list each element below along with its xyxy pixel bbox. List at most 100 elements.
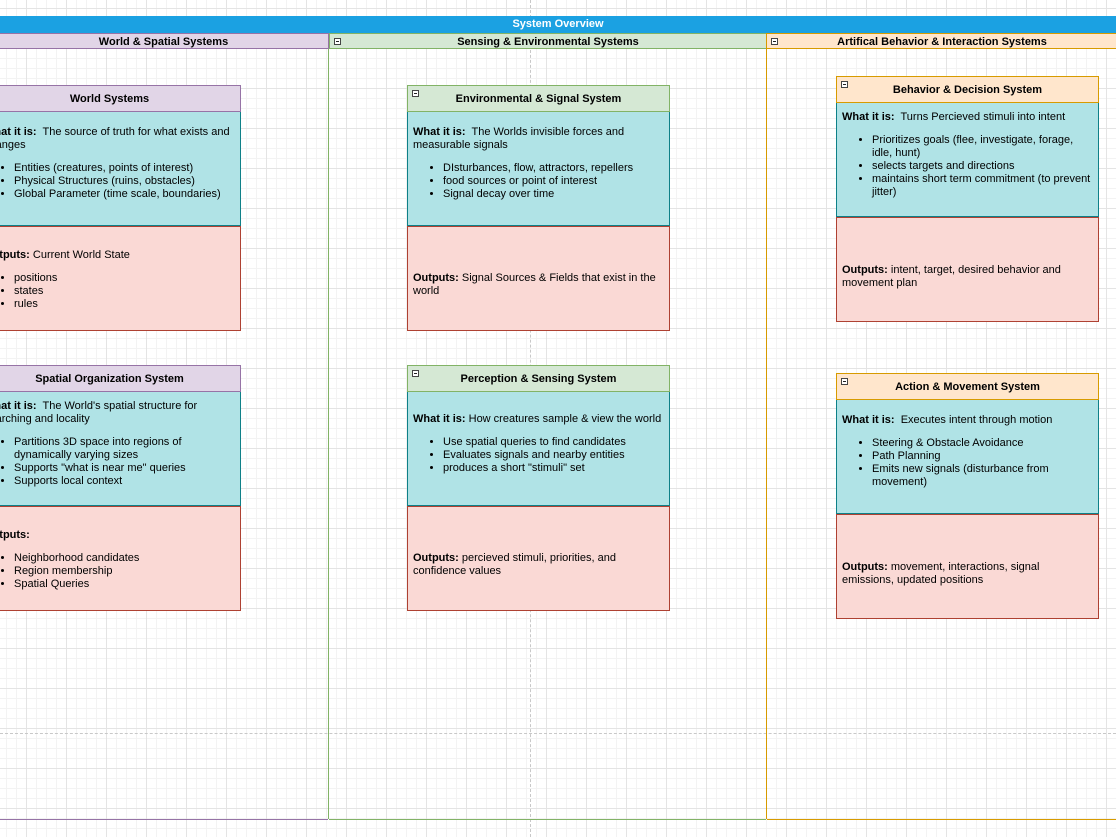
outputs-description: Outputs: movement, interactions, signal … xyxy=(842,561,1093,587)
list-item: Use spatial queries to find candidates xyxy=(443,436,664,449)
lane-title-behavior: Artifical Behavior & Interaction Systems xyxy=(837,36,1047,48)
card-outputs-section[interactable]: Outputs: intent, target, desired behavio… xyxy=(836,217,1099,322)
what-label: What it is: xyxy=(413,126,466,138)
list-item: Global Parameter (time scale, boundaries… xyxy=(14,188,235,201)
list-item: Evaluates signals and nearby entities xyxy=(443,449,664,462)
list-item: Supports "what is near me" queries xyxy=(14,462,235,475)
card-perception-sensing[interactable]: Perception & Sensing System What it is: … xyxy=(407,365,670,611)
collapse-icon[interactable] xyxy=(771,38,778,45)
outputs-label: Outputs: xyxy=(0,529,30,541)
what-description: What it is: The World's spatial structur… xyxy=(0,400,235,426)
card-header[interactable]: Behavior & Decision System xyxy=(836,76,1099,103)
outputs-description: Outputs: Current World State xyxy=(0,249,235,262)
card-title: Spatial Organization System xyxy=(35,373,184,385)
list-item: positions xyxy=(14,272,235,285)
what-text: The Worlds invisible forces and measurab… xyxy=(413,126,625,151)
list-item: Prioritizes goals (flee, investigate, fo… xyxy=(872,134,1093,160)
card-header[interactable]: Perception & Sensing System xyxy=(407,365,670,392)
outputs-label: Outputs: xyxy=(842,264,888,276)
outputs-description: Outputs: xyxy=(0,529,235,542)
bullet-list: Partitions 3D space into regions of dyna… xyxy=(0,436,235,488)
list-item: maintains short term commitment (to prev… xyxy=(872,173,1093,199)
outputs-label: Outputs: xyxy=(413,552,459,564)
list-item: Spatial Queries xyxy=(14,578,235,591)
outputs-text: Signal Sources & Fields that exist in th… xyxy=(413,272,656,297)
list-item: food sources or point of interest xyxy=(443,175,664,188)
what-description: What it is: How creatures sample & view … xyxy=(413,413,664,426)
bullet-list: Use spatial queries to find candidates E… xyxy=(413,436,664,475)
outputs-description: Outputs: intent, target, desired behavio… xyxy=(842,264,1093,290)
card-what-section[interactable]: What it is: The Worlds invisible forces … xyxy=(407,112,670,226)
lane-title-world: World & Spatial Systems xyxy=(98,36,229,48)
bullet-list: Neighborhood candidates Region membershi… xyxy=(0,552,235,591)
collapse-icon[interactable] xyxy=(412,370,419,377)
outputs-text: percieved stimuli, priorities, and confi… xyxy=(413,552,616,577)
list-item: selects targets and directions xyxy=(872,160,1093,173)
outputs-label: Outputs: xyxy=(413,272,459,284)
what-text: Turns Percieved stimuli into intent xyxy=(900,111,1066,123)
card-outputs-section[interactable]: Outputs: Signal Sources & Fields that ex… xyxy=(407,226,670,331)
lane-header-sensing[interactable]: Sensing & Environmental Systems xyxy=(329,33,767,49)
lane-divider xyxy=(766,49,767,819)
card-outputs-section[interactable]: Outputs: Current World State positions s… xyxy=(0,226,241,331)
card-behavior-decision[interactable]: Behavior & Decision System What it is: T… xyxy=(836,76,1099,322)
list-item: Path Planning xyxy=(872,450,1093,463)
collapse-icon[interactable] xyxy=(412,90,419,97)
list-item: Neighborhood candidates xyxy=(14,552,235,565)
lane-bottom-border xyxy=(767,819,1116,820)
card-outputs-section[interactable]: Outputs: percieved stimuli, priorities, … xyxy=(407,506,670,611)
list-item: rules xyxy=(14,298,235,311)
lane-divider xyxy=(328,49,329,819)
collapse-icon[interactable] xyxy=(841,81,848,88)
card-title: Behavior & Decision System xyxy=(892,84,1043,96)
lane-bottom-border xyxy=(0,819,328,820)
collapse-icon[interactable] xyxy=(841,378,848,385)
collapse-icon[interactable] xyxy=(334,38,341,45)
card-title: Perception & Sensing System xyxy=(460,373,617,385)
list-item: DIsturbances, flow, attractors, repeller… xyxy=(443,162,664,175)
card-spatial-organization[interactable]: Spatial Organization System What it is: … xyxy=(0,365,241,611)
bullet-list: Prioritizes goals (flee, investigate, fo… xyxy=(842,134,1093,199)
card-outputs-section[interactable]: Outputs: movement, interactions, signal … xyxy=(836,514,1099,619)
card-what-section[interactable]: What it is: The World's spatial structur… xyxy=(0,392,241,506)
what-description: What it is: Executes intent through moti… xyxy=(842,414,1093,427)
outputs-description: Outputs: percieved stimuli, priorities, … xyxy=(413,552,664,578)
card-title: Environmental & Signal System xyxy=(455,93,622,105)
list-item: produces a short "stimuli" set xyxy=(443,462,664,475)
lane-header-world[interactable]: World & Spatial Systems xyxy=(0,33,329,49)
card-title: Action & Movement System xyxy=(895,381,1040,393)
outputs-description: Outputs: Signal Sources & Fields that ex… xyxy=(413,272,664,298)
what-text: How creatures sample & view the world xyxy=(468,413,662,425)
card-header[interactable]: Spatial Organization System xyxy=(0,365,241,392)
what-description: What it is: The Worlds invisible forces … xyxy=(413,126,664,152)
what-label: What it is: xyxy=(0,126,37,138)
card-action-movement[interactable]: Action & Movement System What it is: Exe… xyxy=(836,373,1099,619)
lane-bottom-border xyxy=(329,819,766,820)
card-what-section[interactable]: What it is: The source of truth for what… xyxy=(0,112,241,226)
card-what-section[interactable]: What it is: How creatures sample & view … xyxy=(407,392,670,506)
card-header[interactable]: Environmental & Signal System xyxy=(407,85,670,112)
list-item: Physical Structures (ruins, obstacles) xyxy=(14,175,235,188)
outputs-text: intent, target, desired behavior and mov… xyxy=(842,264,1061,289)
card-world-systems[interactable]: World Systems What it is: The source of … xyxy=(0,85,241,331)
what-description: What it is: Turns Percieved stimuli into… xyxy=(842,111,1093,124)
card-outputs-section[interactable]: Outputs: Neighborhood candidates Region … xyxy=(0,506,241,611)
list-item: Supports local context xyxy=(14,475,235,488)
what-label: What it is: xyxy=(842,111,895,123)
list-item: Entities (creatures, points of interest) xyxy=(14,162,235,175)
card-what-section[interactable]: What it is: Turns Percieved stimuli into… xyxy=(836,103,1099,217)
card-header[interactable]: Action & Movement System xyxy=(836,373,1099,400)
card-environmental-signal[interactable]: Environmental & Signal System What it is… xyxy=(407,85,670,331)
bullet-list: DIsturbances, flow, attractors, repeller… xyxy=(413,162,664,201)
diagram-title[interactable]: System Overview xyxy=(0,16,1116,34)
card-what-section[interactable]: What it is: Executes intent through moti… xyxy=(836,400,1099,514)
what-text: Executes intent through motion xyxy=(900,414,1053,426)
list-item: Emits new signals (disturbance from move… xyxy=(872,463,1093,489)
list-item: states xyxy=(14,285,235,298)
card-header[interactable]: World Systems xyxy=(0,85,241,112)
what-text: The World's spatial structure for search… xyxy=(0,400,198,425)
list-item: Partitions 3D space into regions of dyna… xyxy=(14,436,235,462)
list-item: Steering & Obstacle Avoidance xyxy=(872,437,1093,450)
lane-header-behavior[interactable]: Artifical Behavior & Interaction Systems xyxy=(766,33,1116,49)
outputs-text: movement, interactions, signal emissions… xyxy=(842,561,1040,586)
